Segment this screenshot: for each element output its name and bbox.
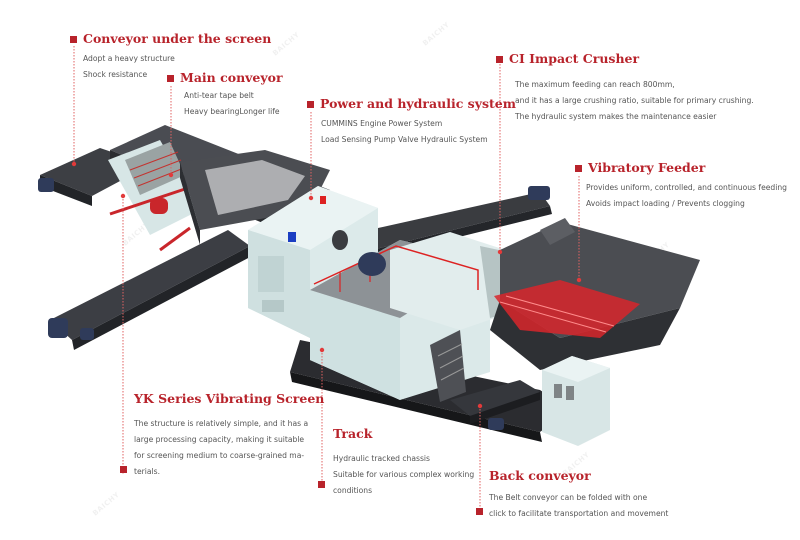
callout-title-text: CI Impact Crusher	[509, 51, 640, 66]
callout-title-text: Vibratory Feeder	[588, 160, 706, 175]
callout-title-text: Track	[333, 426, 373, 441]
discharge-conveyor-lower	[48, 230, 252, 350]
callout-line: conditions	[333, 486, 373, 495]
callout-title-text: Power and hydraulic system	[320, 96, 516, 111]
callout-conveyor-under-screen: Conveyor under the screen Adopt a heavy …	[70, 31, 271, 83]
square-bullet-icon	[476, 508, 483, 515]
square-bullet-icon	[496, 55, 503, 63]
square-bullet-icon	[575, 164, 582, 172]
callout-title: Vibratory Feeder	[575, 160, 787, 176]
callout-title: CI Impact Crusher	[496, 51, 754, 67]
callout-title: Back conveyor	[489, 468, 668, 484]
marker-dots	[71, 161, 582, 409]
square-bullet-icon	[167, 74, 174, 82]
callout-line: CUMMINS Engine Power System	[321, 119, 443, 128]
square-bullet-icon	[120, 466, 127, 473]
callout-title-text: Back conveyor	[489, 468, 591, 483]
callout-line: The structure is relatively simple, and …	[134, 419, 309, 428]
square-bullet-icon	[70, 35, 77, 43]
callout-line: for screening medium to coarse-grained m…	[134, 451, 305, 460]
crusher-unit	[310, 232, 518, 402]
callout-line: The maximum feeding can reach 800mm,	[515, 80, 675, 89]
vibrating-screen-shape	[108, 140, 201, 252]
vibratory-feeder-shape	[490, 218, 700, 370]
callout-line: Avoids impact loading / Prevents cloggin…	[586, 199, 745, 208]
callout-yk-vibrating-screen: YK Series Vibrating Screen The structure…	[134, 391, 324, 480]
callout-track: Track Hydraulic tracked chassis Suitable…	[333, 426, 474, 499]
engine-housing	[248, 186, 378, 338]
callout-line: Load Sensing Pump Valve Hydraulic System	[321, 135, 488, 144]
callout-line: Provides uniform, controlled, and contin…	[586, 183, 787, 192]
callout-line: Adopt a heavy structure	[83, 54, 175, 63]
callout-line: large processing capacity, making it sui…	[134, 435, 305, 444]
callout-line: terials.	[134, 467, 161, 476]
callout-power-hydraulic: Power and hydraulic system CUMMINS Engin…	[307, 96, 516, 148]
square-bullet-icon	[318, 481, 325, 488]
callout-ci-impact-crusher: CI Impact Crusher The maximum feeding ca…	[496, 51, 754, 125]
callout-line: Anti-tear tape belt	[184, 91, 254, 100]
callout-title: Conveyor under the screen	[70, 31, 271, 47]
callout-main-conveyor: Main conveyor Anti-tear tape belt Heavy …	[167, 70, 283, 120]
control-cabinet	[542, 356, 610, 446]
callout-title-text: Conveyor under the screen	[83, 31, 272, 46]
callout-title-text: YK Series Vibrating Screen	[134, 391, 325, 406]
callout-title: YK Series Vibrating Screen	[134, 391, 324, 407]
callout-line: Heavy bearingLonger life	[184, 107, 280, 116]
callout-line: click to facilitate transportation and m…	[489, 509, 669, 518]
callout-title: Power and hydraulic system	[307, 96, 516, 112]
callout-line: Hydraulic tracked chassis	[333, 454, 431, 463]
callout-line: Suitable for various complex working	[333, 470, 475, 479]
square-bullet-icon	[307, 100, 314, 108]
callout-back-conveyor: Back conveyor The Belt conveyor can be f…	[489, 468, 668, 522]
back-conveyor-shape	[450, 380, 540, 430]
callout-line: Shock resistance	[83, 70, 148, 79]
callout-line: The Belt conveyor can be folded with one	[489, 493, 648, 502]
callout-title: Main conveyor	[167, 70, 283, 86]
callout-vibratory-feeder: Vibratory Feeder Provides uniform, contr…	[575, 160, 787, 212]
callout-title-text: Main conveyor	[180, 70, 283, 85]
callout-title: Track	[333, 426, 474, 442]
callout-line: The hydraulic system makes the maintenan…	[515, 112, 717, 121]
leader-lines	[73, 46, 580, 510]
callout-line: and it has a large crushing ratio, suita…	[515, 96, 754, 105]
